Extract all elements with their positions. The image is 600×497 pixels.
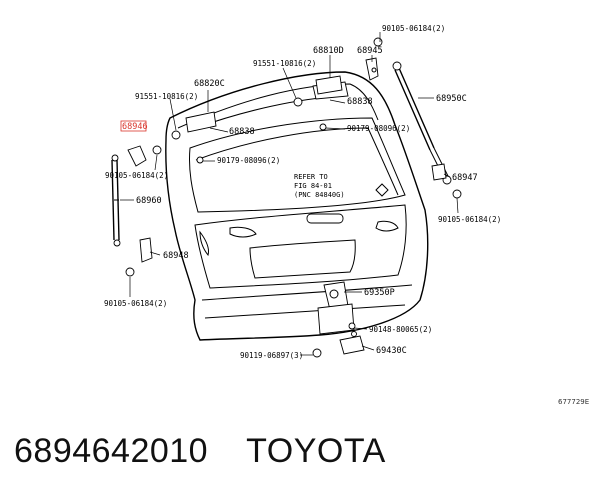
refer-note-line-1: REFER TO — [294, 173, 328, 181]
part-number: 6894642010 — [14, 432, 209, 470]
label-68820C: 68820C — [194, 79, 225, 89]
leader-lines — [120, 32, 459, 356]
label-90179-mid: 90179-08096(2) — [217, 156, 280, 165]
hinge-68810D — [315, 75, 343, 95]
label-90105-bottom: 90105-06184(2) — [104, 299, 167, 308]
label-90105-left: 90105-06184(2) — [105, 171, 168, 180]
lock-assy-part — [317, 281, 355, 335]
refer-note-line-3: (PNC 84840G) — [294, 191, 345, 199]
part-labels: 90105-06184(2) 68810D 68945 91551-10816(… — [104, 24, 501, 360]
label-68948: 68948 — [163, 251, 189, 261]
label-90105-top: 90105-06184(2) — [382, 24, 445, 33]
screws-90148 — [348, 322, 357, 337]
refer-note-line-2: FIG 84-01 — [294, 182, 332, 190]
back-door-panel — [165, 71, 429, 341]
brand-name: TOYOTA — [246, 432, 386, 470]
caption: 6894642010 TOYOTA — [14, 432, 424, 471]
label-68946-highlighted: 68946 — [122, 122, 148, 132]
label-68945: 68945 — [357, 46, 383, 56]
bracket-68945 — [365, 57, 379, 81]
door-stay-left-part — [111, 154, 121, 247]
label-68947: 68947 — [452, 173, 478, 183]
label-68838-left: 68838 — [229, 127, 255, 137]
label-90105-right: 90105-06184(2) — [438, 215, 501, 224]
label-90179-right: 90179-08096(2) — [347, 124, 410, 133]
label-91551-top: 91551-10816(2) — [253, 59, 316, 68]
diagram-code: 677729E — [558, 398, 589, 406]
label-69350P: 69350P — [364, 288, 395, 298]
label-68960: 68960 — [136, 196, 162, 206]
highlight-box — [120, 120, 147, 132]
label-91551-left: 91551-10816(2) — [135, 92, 198, 101]
handle-shape — [306, 213, 344, 224]
hinge-68820C — [185, 111, 217, 133]
refer-note: REFER TO FIG 84-01 (PNC 84840G) — [294, 173, 345, 199]
label-68950C: 68950C — [436, 94, 467, 104]
bolt-markers — [125, 37, 462, 358]
bracket-68947 — [431, 163, 447, 181]
label-90148: 90148-80065(2) — [369, 325, 432, 334]
cover-69430C-part — [339, 335, 365, 355]
label-90119: 90119-06897(3) — [240, 351, 303, 360]
label-68838-right: 68838 — [347, 97, 373, 107]
bracket-68948 — [139, 237, 153, 263]
bracket-68946 — [127, 145, 147, 167]
label-68810D: 68810D — [313, 46, 344, 56]
label-69430C: 69430C — [376, 346, 407, 356]
